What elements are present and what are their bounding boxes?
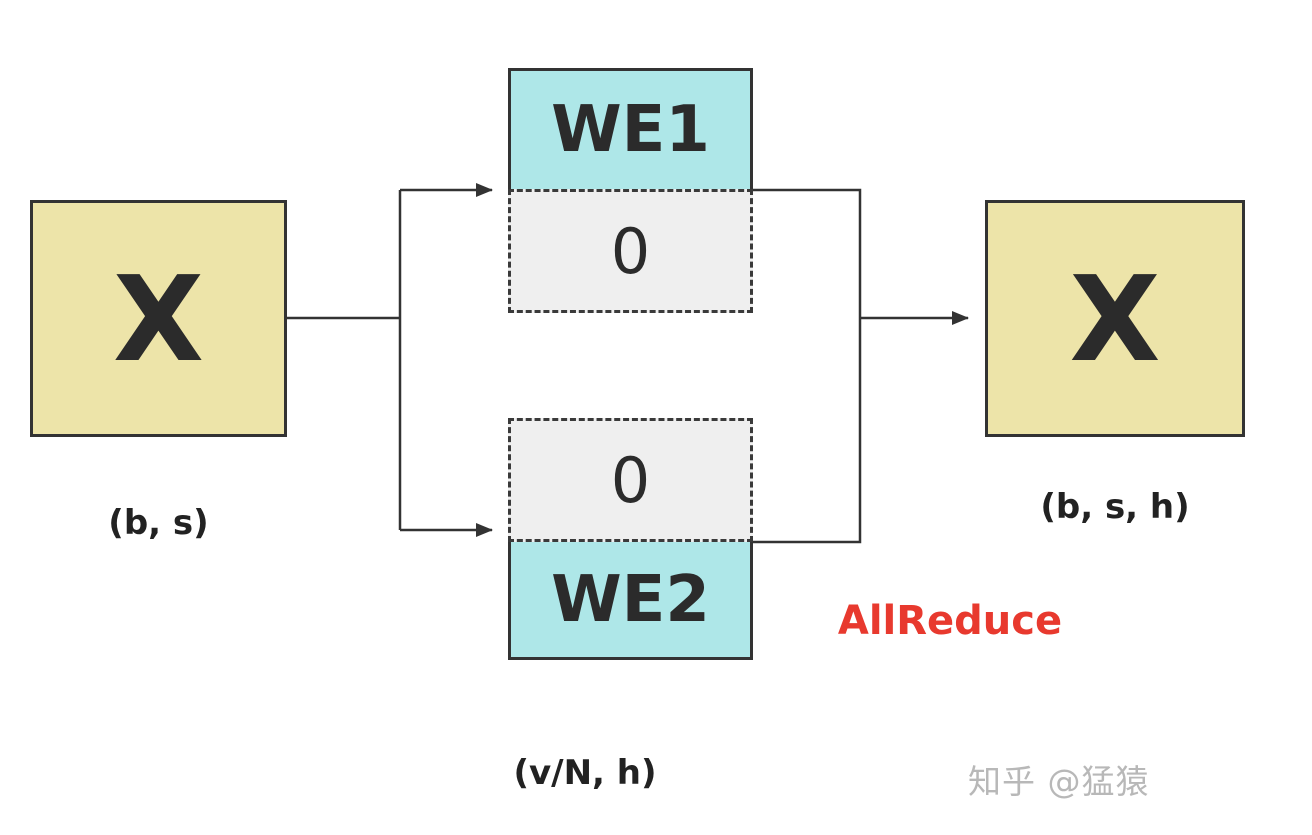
zhihu-watermark: 知乎 @猛猿: [968, 762, 1150, 801]
we2-box: WE2: [508, 542, 753, 660]
we1-zero-label: 0: [610, 214, 651, 288]
we2-zero-box: 0: [508, 418, 753, 542]
input-x-label: X: [113, 249, 204, 388]
we2-label: WE2: [551, 562, 710, 637]
we1-block: WE1 0: [508, 68, 753, 313]
we1-zero-box: 0: [508, 189, 753, 313]
we2-zero-label: 0: [610, 443, 651, 517]
output-x-box: X: [985, 200, 1245, 437]
we2-block: 0 WE2: [508, 418, 753, 660]
input-x-box: X: [30, 200, 287, 437]
output-shape-label: (b, s, h): [1040, 487, 1190, 527]
we-shape-label: (v/N, h): [513, 753, 657, 793]
output-x-label: X: [1069, 249, 1161, 388]
we1-label: WE1: [551, 93, 710, 167]
we1-box: WE1: [508, 68, 753, 189]
split-line: [287, 190, 402, 530]
input-shape-label: (b, s): [108, 503, 209, 543]
allreduce-label: AllReduce: [837, 598, 1063, 644]
merge-line: [753, 188, 862, 544]
